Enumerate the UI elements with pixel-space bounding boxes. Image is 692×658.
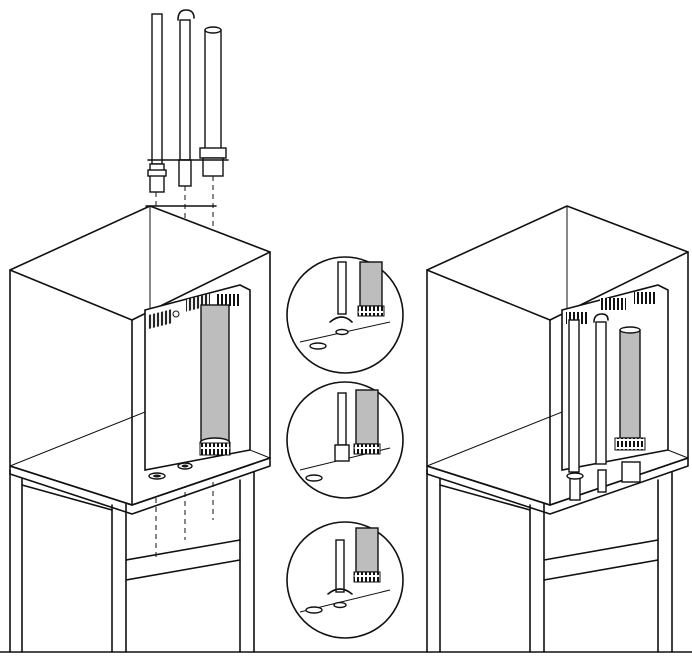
tank-rear-chamber-installed: [426, 205, 689, 653]
tank-rear-chamber-before: [9, 205, 271, 653]
detail-step-2: [286, 381, 404, 499]
drain-pipe-left: [147, 13, 167, 193]
overflow-pipe-right: [199, 26, 227, 177]
detail-step-1: [286, 256, 404, 374]
detail-step-3: [286, 521, 404, 639]
